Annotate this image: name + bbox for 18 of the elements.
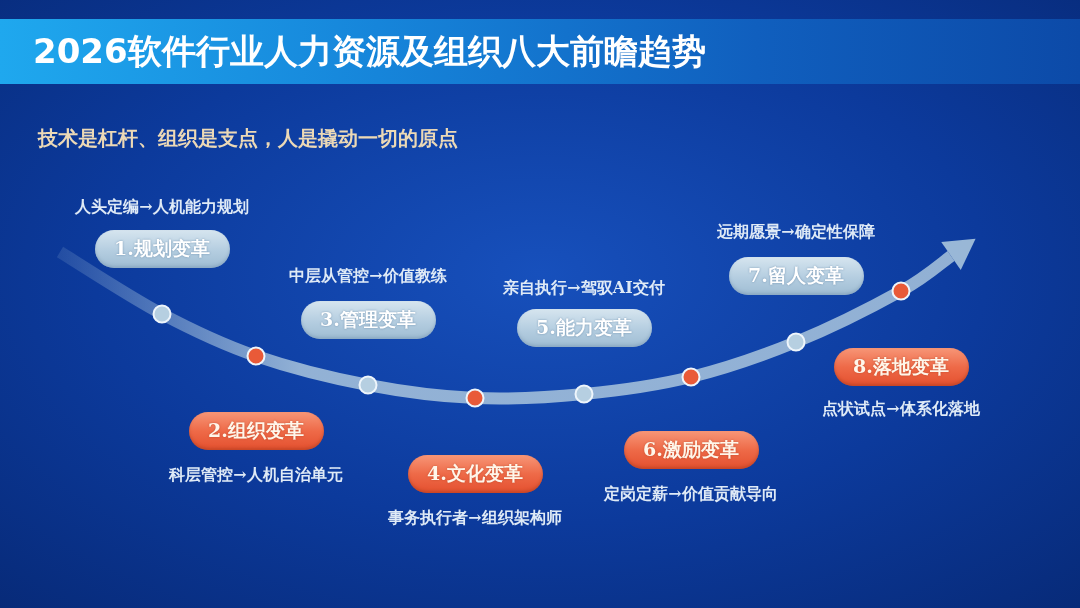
stage-pill: 8.落地变革	[833, 348, 969, 386]
stage-caption: 点状试点→体系化落地	[822, 398, 980, 420]
stage-pill: 4.文化变革	[407, 455, 543, 493]
title-text: 2026软件行业人力资源及组织八大前瞻趋势	[33, 31, 706, 71]
stage-pill: 7.留人变革	[728, 257, 864, 295]
stage-caption: 事务执行者→组织架构师	[388, 507, 562, 529]
stage-pill: 1.规划变革	[94, 230, 230, 268]
stage-caption: 中层从管控→价值教练	[289, 265, 447, 287]
stage-pill: 5.能力变革	[516, 309, 652, 347]
subtitle-text: 技术是杠杆、组织是支点，人是撬动一切的原点	[38, 125, 458, 151]
stage-caption: 人头定编→人机能力规划	[75, 196, 249, 218]
stage-pill: 3.管理变革	[300, 301, 436, 339]
stage-pill: 2.组织变革	[188, 412, 324, 450]
stage-caption: 定岗定薪→价值贡献导向	[604, 483, 778, 505]
stage-caption: 亲自执行→驾驭AI交付	[503, 277, 665, 299]
stage-pill: 6.激励变革	[623, 431, 759, 469]
stage-caption: 科层管控→人机自治单元	[169, 464, 343, 486]
stage-caption: 远期愿景→确定性保障	[717, 221, 875, 243]
